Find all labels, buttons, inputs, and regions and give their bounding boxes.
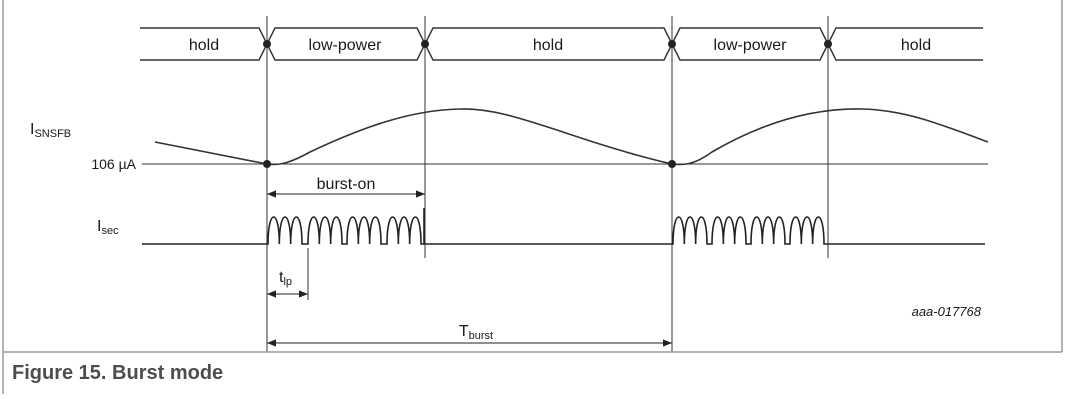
isnsfb-waveform [154,108,989,166]
isnsfb-label: ISNSFB [30,121,71,140]
transition-dot [263,40,271,48]
isec-label: Isec [97,218,119,237]
segment-label-hold-1: hold [189,37,219,54]
threshold-crossing-dot [668,160,676,168]
transition-dot [668,40,676,48]
tburst-label: Tburst [459,323,493,342]
segment-label-hold-2: hold [533,37,563,54]
threshold-crossing-dot [263,160,271,168]
segment-label-low-power-1: low-power [309,37,383,54]
segment-label-hold-3: hold [901,37,931,54]
transition-dot [824,40,832,48]
burst-on-label: burst-on [317,176,376,193]
threshold-label: 106 µA [91,156,136,172]
bus-transition-dots [263,40,832,48]
vertical-guides [266,16,829,352]
segment-label-low-power-2: low-power [714,37,788,54]
transition-dot [421,40,429,48]
figure-code: aaa-017768 [912,304,982,319]
tlp-label: tlp [279,269,292,288]
figure-caption: Figure 15. Burst mode [12,362,224,384]
isec-waveform [142,208,985,245]
